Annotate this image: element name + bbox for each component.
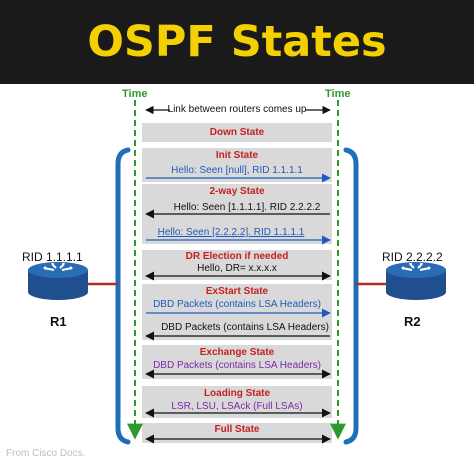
msg-exstart-dbd-r1: DBD Packets (contains LSA Headers) — [153, 299, 321, 310]
msg-two-way-hello-r2: Hello: Seen [1.1.1.1]. RID 2.2.2.2 — [173, 202, 321, 213]
link-up-label-bg — [170, 103, 306, 117]
band-init-state — [142, 148, 332, 182]
router-r2-icon — [386, 262, 446, 300]
msg-exchange-dbd: DBD Packets (contains LSA Headers) — [153, 360, 321, 371]
msg-init-hello: Hello: Seen [null], RID 1.1.1.1 — [171, 165, 303, 176]
router-r1-icon — [28, 262, 88, 300]
router-r1-name: R1 — [50, 314, 67, 329]
msg-dr-hello: Hello, DR= x.x.x.x — [197, 263, 277, 274]
page-title: OSPF States — [87, 17, 387, 67]
state-full: Full State — [214, 424, 260, 435]
bracket-left — [115, 147, 131, 445]
state-dr-election: DR Election if needed — [185, 251, 289, 262]
state-exchange: Exchange State — [199, 347, 275, 358]
title-bar: OSPF States — [0, 0, 474, 84]
state-exstart: ExStart State — [205, 286, 269, 297]
state-init: Init State — [215, 150, 259, 161]
time-label-left: Time — [122, 88, 148, 100]
router-r2-name: R2 — [404, 314, 421, 329]
time-label-right: Time — [325, 88, 351, 100]
msg-exstart-dbd-r2: DBD Packets (contains LSA Headers) — [161, 322, 329, 333]
band-down-state — [142, 123, 332, 142]
bracket-right — [343, 147, 359, 445]
msg-loading-lsr: LSR, LSU, LSAck (Full LSAs) — [171, 401, 303, 412]
state-two-way: 2-way State — [209, 186, 265, 197]
state-down: Down State — [209, 127, 265, 138]
source-credit: From Cisco Docs. — [6, 448, 86, 459]
router-r1-rid: RID 1.1.1.1 — [22, 250, 83, 264]
band-exstart-state — [142, 284, 332, 340]
state-loading: Loading State — [203, 388, 271, 399]
msg-two-way-hello-r1: Hello: Seen [2.2.2.2]. RID 1.1.1.1 — [157, 227, 305, 238]
link-up-label: Link between routers comes up — [167, 104, 307, 115]
router-r2-rid: RID 2.2.2.2 — [382, 250, 443, 264]
